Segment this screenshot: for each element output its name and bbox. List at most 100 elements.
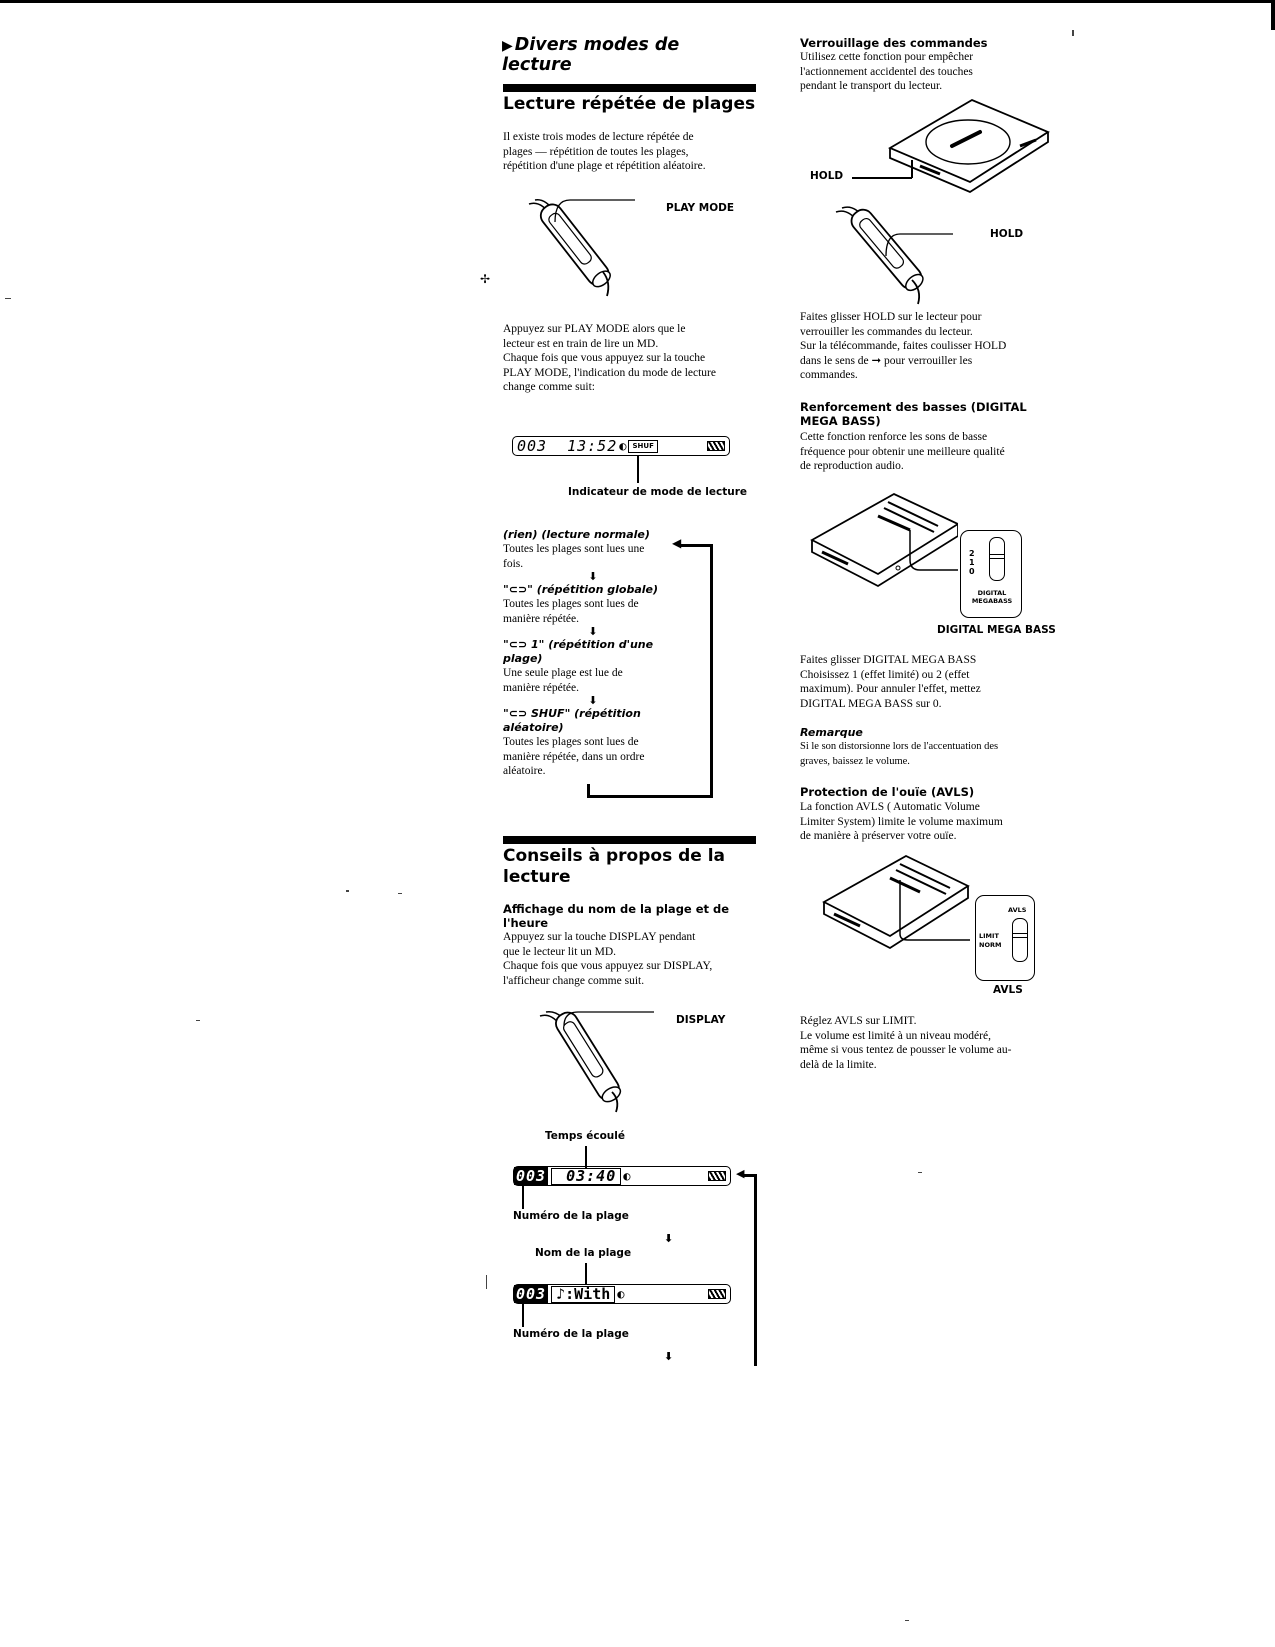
callout-line (522, 1185, 524, 1209)
disc-icon: ◐ (617, 1287, 625, 1301)
display-button-label: DISPLAY (676, 1014, 726, 1026)
intro-paragraph: Il existe trois modes de lecture répétée… (503, 131, 706, 172)
down-arrow-icon: ⬇ (588, 571, 598, 583)
left-arrow-icon: ◀ (672, 536, 682, 550)
down-arrow-icon: ⬇ (588, 626, 598, 638)
avls-intro: La fonction AVLS ( Automatic Volume Limi… (800, 801, 1003, 842)
loop-arrow-right (710, 544, 713, 797)
avls-slider[interactable] (1012, 918, 1028, 962)
scan-speck (196, 1020, 200, 1021)
play-mode-indicator-label: Indicateur de mode de lecture (568, 486, 748, 498)
lcd-elapsed-time: 03:40 (551, 1167, 622, 1185)
callout-line (911, 160, 913, 178)
subsection-title-display: Affichage du nom de la plage et de l'heu… (503, 902, 730, 930)
scan-speck (1072, 30, 1074, 36)
loop-arrow-top (742, 1174, 756, 1177)
section-rule (503, 836, 756, 844)
mode-title-normal: (rien) (lecture normale) (503, 528, 650, 541)
play-mode-instructions: Appuyez sur PLAY MODE alors que le lecte… (503, 323, 716, 393)
chapter-marker-icon: ▶ (502, 38, 513, 54)
track-name-label: Nom de la plage (535, 1247, 632, 1259)
note-text: Si le son distorsionne lors de l'accentu… (800, 741, 999, 767)
avls-switch-title: AVLS (1008, 906, 1027, 914)
hold-player-label: HOLD (810, 170, 844, 182)
lcd-track-number: 003 (514, 1167, 549, 1185)
loop-arrow-right (754, 1174, 757, 1366)
md-player-side-illustration (810, 492, 958, 588)
avls-switch-positions: LIMIT NORM (979, 932, 1002, 949)
hold-intro: Utilisez cette fonction pour empêcher l'… (800, 51, 974, 92)
chapter-title: ▶Divers modes de lecture (502, 35, 680, 75)
disc-icon: ◐ (619, 439, 627, 453)
scan-speck (918, 1172, 922, 1173)
loop-arrow-bottom (587, 795, 713, 798)
track-number-label: Numéro de la plage (513, 1328, 629, 1340)
digital-mega-bass-label: DIGITAL MEGA BASS (937, 624, 1056, 636)
play-mode-label: PLAY MODE (666, 202, 735, 214)
avls-switch-inset: AVLS LIMIT NORM (975, 895, 1035, 981)
scan-speck (905, 1620, 909, 1621)
lcd-time: 13:52 (567, 437, 618, 455)
callout-line (585, 1263, 587, 1285)
mode-title-repeat-all: "⊂⊃" (répétition globale) (503, 583, 659, 596)
battery-icon (708, 1171, 726, 1181)
mode-title-repeat-one: "⊂⊃ 1" (répétition d'une plage) (503, 638, 654, 665)
lcd-display-play-mode: 003 13:52 ◐ SHUF (512, 436, 730, 456)
hold-remote-label: HOLD (990, 228, 1024, 240)
scan-edge-right (1271, 0, 1275, 30)
scan-edge-top (0, 0, 1275, 3)
remote-control-illustration (528, 199, 635, 297)
scan-speck (346, 890, 349, 892)
down-arrow-icon: ⬇ (588, 695, 598, 707)
lcd-track-number: 003 (514, 1285, 549, 1303)
megabass-slider[interactable] (989, 537, 1005, 581)
remote-control-illustration (539, 1011, 654, 1113)
section-title-hold: Verrouillage des commandes (800, 36, 988, 50)
mode-desc-repeat-all: Toutes les plages sont lues de manière r… (503, 598, 639, 625)
scan-mark: ✢ (480, 272, 491, 286)
loop-arrow-start (587, 784, 590, 797)
hold-instructions: Faites glisser HOLD sur le lecteur pour … (800, 311, 1007, 381)
disc-icon: ◐ (623, 1169, 631, 1183)
track-number-label: Numéro de la plage (513, 1210, 629, 1222)
md-player-illustration (887, 98, 1050, 194)
play-mode-sequence: (rien) (lecture normale) Toutes les plag… (503, 528, 683, 779)
battery-icon (707, 441, 725, 451)
mode-desc-shuffle: Toutes les plages sont lues de manière r… (503, 736, 645, 777)
remote-control-illustration (835, 206, 953, 305)
elapsed-time-label: Temps écoulé (545, 1130, 626, 1142)
section-title-avls: Protection de l'ouïe (AVLS) (800, 785, 975, 799)
md-player-side-illustration (822, 854, 970, 950)
mode-desc-normal: Toutes les plages sont lues une fois. (503, 543, 645, 570)
callout-line (637, 455, 639, 483)
down-arrow-icon: ⬇ (664, 1350, 674, 1363)
mode-desc-repeat-one: Une seule plage est lue de manière répét… (503, 667, 623, 694)
lcd-track-number: 003 (517, 437, 548, 455)
left-arrow-icon: ◀ (736, 1168, 745, 1180)
callout-line (852, 177, 912, 179)
battery-icon (708, 1289, 726, 1299)
section-title-bass: Renforcement des basses (DIGITAL MEGA BA… (800, 400, 1027, 428)
mode-title-shuffle: "⊂⊃ SHUF" (répétition aléatoire) (503, 707, 641, 734)
callout-line (585, 1146, 587, 1168)
megabass-switch-label: DIGITAL MEGABASS (971, 589, 1013, 605)
note-title: Remarque (800, 726, 863, 739)
down-arrow-icon: ⬇ (664, 1232, 674, 1245)
megabass-switch-positions: 2 1 0 (969, 549, 975, 576)
lcd-play-mode-indicator: SHUF (628, 439, 658, 453)
callout-line (522, 1303, 524, 1327)
bass-intro: Cette fonction renforce les sons de bass… (800, 431, 1005, 472)
loop-arrow-top (680, 544, 712, 547)
megabass-switch-inset: 2 1 0 DIGITAL MEGABASS (960, 530, 1022, 618)
scan-speck (398, 893, 402, 894)
avls-instructions: Réglez AVLS sur LIMIT. Le volume est lim… (800, 1015, 1012, 1071)
section-title-tips: Conseils à propos de la lecture (503, 846, 726, 887)
lcd-track-name: ♪:With (551, 1285, 616, 1303)
avls-label: AVLS (993, 984, 1023, 996)
scan-speck (5, 298, 11, 299)
section-title-repeat: Lecture répétée de plages (503, 94, 756, 114)
section-rule (503, 84, 756, 92)
lcd-display-elapsed-time: 003 03:40 ◐ (513, 1166, 731, 1186)
display-instructions: Appuyez sur la touche DISPLAY pendant qu… (503, 931, 713, 987)
lcd-display-track-name: 003 ♪:With ◐ (513, 1284, 731, 1304)
